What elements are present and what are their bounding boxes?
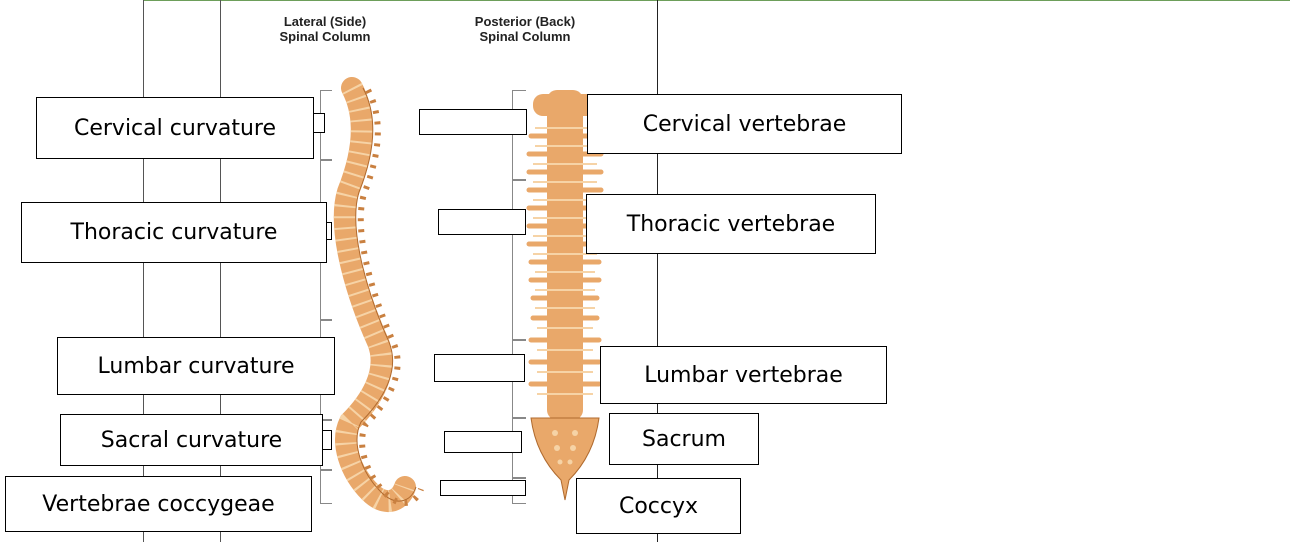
label-lumbar-vertebrae[interactable]: Lumbar vertebrae	[600, 346, 887, 404]
posterior-column-title: Posterior (Back) Spinal Column	[460, 14, 590, 44]
label-vertebrae-coccygeae[interactable]: Vertebrae coccygeae	[5, 476, 312, 532]
posterior-bracket-thoracic	[512, 180, 526, 340]
answer-blank-sacral[interactable]	[444, 431, 522, 453]
lateral-spine-illustration	[330, 82, 420, 512]
label-thoracic-curvature[interactable]: Thoracic curvature	[21, 202, 327, 263]
posterior-bracket-cervical	[512, 90, 526, 180]
label-lumbar-curvature[interactable]: Lumbar curvature	[57, 337, 335, 395]
lateral-marker-sacral	[322, 430, 332, 450]
label-sacrum[interactable]: Sacrum	[609, 413, 759, 465]
label-thoracic-vertebrae[interactable]: Thoracic vertebrae	[586, 194, 876, 254]
answer-blank-cervical[interactable]	[419, 109, 527, 135]
lateral-marker-cervical	[313, 113, 325, 133]
lateral-column-title: Lateral (Side) Spinal Column	[270, 14, 380, 44]
label-cervical-curvature[interactable]: Cervical curvature	[36, 97, 314, 159]
label-sacral-curvature[interactable]: Sacral curvature	[60, 414, 323, 466]
top-border-line	[143, 0, 1290, 1]
answer-blank-thoracic[interactable]	[438, 209, 526, 235]
answer-blank-coccyx[interactable]	[440, 480, 526, 496]
answer-blank-lumbar[interactable]	[434, 354, 525, 382]
label-cervical-vertebrae[interactable]: Cervical vertebrae	[587, 94, 902, 154]
label-coccyx[interactable]: Coccyx	[576, 478, 741, 534]
